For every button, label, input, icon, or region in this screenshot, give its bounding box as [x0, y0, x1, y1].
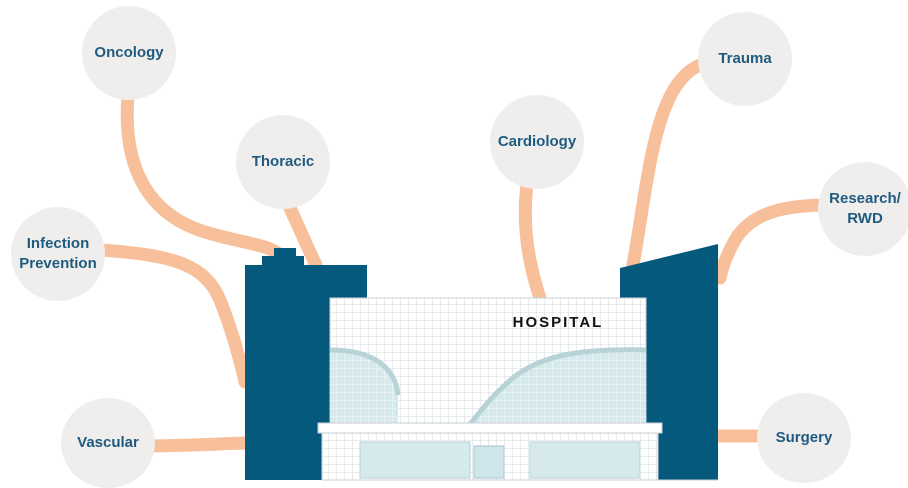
connector-trauma [626, 55, 717, 272]
entrance-door [473, 445, 505, 479]
canopy [317, 422, 663, 434]
oncology-node: Oncology [82, 6, 176, 100]
hospital-building [245, 244, 718, 481]
cardiology-label: Cardiology [497, 133, 577, 150]
cardiology-node: Cardiology [490, 95, 584, 189]
trauma-node: Trauma [698, 12, 792, 106]
vascular-node: Vascular [61, 398, 155, 488]
infection-prevention-label: Infection Prevention [19, 235, 97, 272]
connector-vascular [133, 436, 252, 453]
vascular-label: Vascular [77, 434, 139, 451]
right-wing [620, 244, 718, 480]
connector-lines [93, 55, 837, 453]
trauma-label: Trauma [718, 50, 772, 67]
thoracic-label: Thoracic [251, 153, 315, 170]
surgery-label: Surgery [775, 429, 833, 446]
infection-prevention-node: Infection Prevention [11, 207, 105, 301]
research-rwd-node: Research/ RWD [818, 162, 908, 256]
connector-oncology [120, 88, 287, 262]
connector-thoracic [283, 201, 323, 272]
glass-sweep-right [470, 349, 646, 424]
connector-cardiology [518, 178, 547, 305]
connector-research-rwd [713, 198, 837, 285]
hospital-sign: HOSPITAL [512, 314, 604, 331]
research-rwd-label: Research/ RWD [829, 190, 901, 227]
surgery-node: Surgery [757, 393, 851, 483]
thoracic-node: Thoracic [236, 115, 330, 209]
glass-curve-left [330, 350, 398, 424]
connector-infection-prevention [93, 243, 252, 389]
left-wing [245, 248, 367, 480]
oncology-label: Oncology [94, 44, 164, 61]
